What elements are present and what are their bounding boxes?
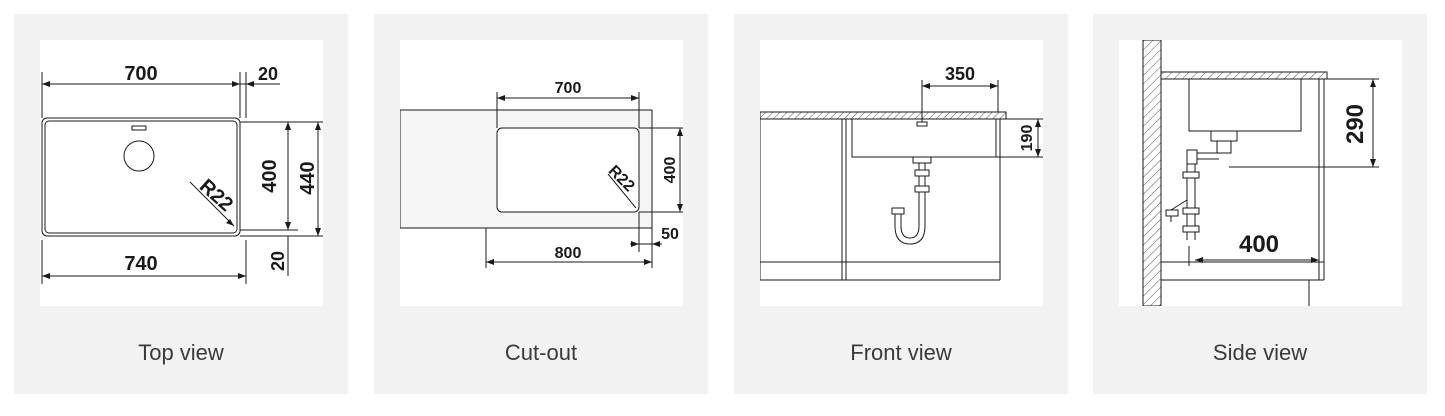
cut-out-caption: Cut-out [504, 340, 578, 365]
dim-height: 290 [1342, 104, 1369, 144]
front-view-caption: Front view [850, 340, 952, 365]
side-view-caption: Side view [1212, 340, 1308, 365]
top-view-caption: Top view [138, 340, 224, 365]
top-view-svg: 700 20 400 440 R22 740 20 [41, 63, 323, 284]
dim-center-offset: 350 [945, 64, 975, 84]
overflow-slot [131, 125, 147, 131]
dim-cut-width: 700 [555, 80, 582, 97]
dim-offset: 50 [661, 226, 679, 243]
cut-out-card[interactable]: 700 400 R22 50 800 Cut-out [374, 14, 708, 394]
sink-inner-outline [44, 120, 238, 234]
front-trap-bend [900, 210, 920, 239]
dim-wall-offset: 400 [1239, 231, 1279, 258]
front-view-svg: 350 190 [760, 64, 1043, 281]
front-sink-bowl [851, 118, 997, 158]
dim-top-margin: 20 [258, 64, 278, 84]
drain-circle [123, 140, 155, 172]
side-view-card[interactable]: 290 400 Side view [1093, 14, 1427, 394]
front-view-drawing: 350 190 [760, 40, 1043, 306]
dim-depth: 190 [1019, 125, 1036, 152]
front-worktop [760, 111, 1007, 120]
cut-out-drawing: 700 400 R22 50 800 [400, 40, 683, 306]
dim-cut-height: 400 [662, 157, 679, 184]
dim-cabinet-width: 800 [555, 245, 582, 262]
dim-bottom-width: 740 [124, 253, 157, 275]
cut-out-outline [496, 127, 640, 213]
top-view-drawing: 700 20 400 440 R22 740 20 [40, 40, 323, 306]
dim-radius: R22 [195, 175, 237, 216]
cut-out-svg: 700 400 R22 50 800 [400, 80, 683, 268]
side-view-svg: 290 400 [1142, 40, 1379, 306]
side-view-drawing: 290 400 [1119, 40, 1402, 306]
dim-top-width: 700 [124, 63, 157, 85]
side-worktop [1160, 71, 1328, 80]
wall [1142, 40, 1162, 306]
side-sink-bowl [1188, 78, 1302, 132]
radius-leader [189, 181, 235, 227]
front-view-card[interactable]: 350 190 Front view [734, 14, 1068, 394]
sink-outline [41, 117, 241, 237]
top-view-card[interactable]: 700 20 400 440 R22 740 20 Top view [14, 14, 348, 394]
dim-outer-height: 440 [297, 161, 319, 194]
dim-bottom-margin: 20 [268, 251, 288, 271]
dim-inner-height: 400 [259, 159, 281, 192]
